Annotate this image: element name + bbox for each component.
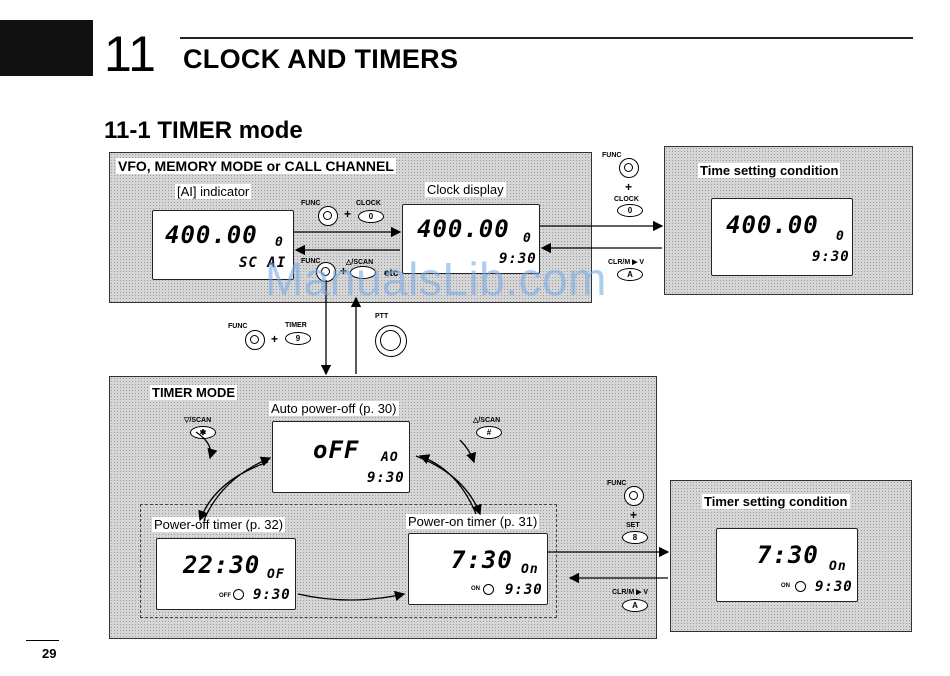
clr-key-1[interactable]: A bbox=[617, 268, 643, 281]
clr-label-1: CLR/M ▶ V bbox=[608, 259, 645, 266]
time-setting-lcd-time: 9:30 bbox=[812, 249, 850, 265]
power-on-timer-label: Power-on timer (p. 31) bbox=[406, 514, 540, 529]
arrow-power-off-to-auto bbox=[203, 456, 272, 521]
header-rule bbox=[180, 37, 913, 39]
func-label-5: FUNC bbox=[607, 480, 627, 487]
page-number-rule bbox=[26, 640, 59, 641]
section-title: 11-1 TIMER mode bbox=[104, 117, 303, 144]
func-label-4: FUNC bbox=[228, 323, 248, 330]
clock-lcd-frequency: 400.00 bbox=[417, 215, 510, 243]
clock-lcd-channel: 0 bbox=[523, 231, 532, 246]
clock-icon bbox=[483, 584, 494, 595]
ptt-button[interactable] bbox=[375, 325, 407, 357]
vfo-lcd: 400.00 0 SC AI bbox=[152, 210, 294, 280]
power-on-lcd-flag: On bbox=[521, 562, 539, 577]
func-button-5[interactable] bbox=[624, 486, 644, 506]
plus-sign: + bbox=[344, 207, 352, 221]
auto-power-off-lcd: oFF AO 9:30 bbox=[272, 421, 410, 493]
scan-down-key[interactable]: ✱ bbox=[190, 426, 216, 439]
arrow-power-off-to-power-on bbox=[297, 590, 406, 602]
clock-label-2: CLOCK bbox=[614, 196, 639, 203]
power-off-lcd-tag: OFF bbox=[219, 593, 231, 599]
plus-sign: + bbox=[340, 264, 348, 278]
scan-up-key-1[interactable] bbox=[350, 266, 376, 279]
arrow-power-on-to-auto bbox=[418, 454, 477, 515]
timer-setting-lcd: 7:30 On ON 9:30 bbox=[716, 528, 858, 602]
power-on-lcd-time: 9:30 bbox=[505, 582, 543, 598]
scan-up-label-2: △/SCAN bbox=[473, 417, 501, 424]
clock-icon bbox=[795, 581, 806, 592]
power-off-lcd-flag: OF bbox=[267, 567, 285, 582]
vfo-panel-title: VFO, MEMORY MODE or CALL CHANNEL bbox=[116, 158, 396, 174]
arrow-auto-to-power-off bbox=[198, 461, 269, 522]
set-key[interactable]: 8 bbox=[622, 531, 648, 544]
ptt-label: PTT bbox=[375, 313, 389, 320]
time-setting-lcd-frequency: 400.00 bbox=[726, 211, 819, 239]
plus-sign: + bbox=[271, 332, 279, 346]
timer-setting-lcd-tag: ON bbox=[781, 583, 790, 589]
timer-inner-dashed-box bbox=[140, 504, 557, 618]
scan-up-label-1: △/SCAN bbox=[346, 259, 374, 266]
timer-setting-lcd-main: 7:30 bbox=[757, 541, 819, 569]
vfo-lcd-sub: SC AI bbox=[239, 255, 287, 271]
plus-sign: + bbox=[625, 180, 633, 194]
func-label-3: FUNC bbox=[602, 152, 622, 159]
time-setting-lcd: 400.00 0 9:30 bbox=[711, 198, 853, 276]
clock-icon bbox=[233, 589, 244, 600]
plus-sign: + bbox=[630, 508, 638, 522]
time-setting-lcd-channel: 0 bbox=[836, 229, 845, 244]
page-number: 29 bbox=[42, 646, 57, 661]
chapter-marker-block bbox=[0, 20, 93, 76]
auto-lcd-flag: AO bbox=[381, 450, 399, 465]
clr-label-2: CLR/M ▶ V bbox=[612, 589, 649, 596]
clock-label-1: CLOCK bbox=[356, 200, 381, 207]
auto-power-off-label: Auto power-off (p. 30) bbox=[269, 401, 399, 416]
clock-key-1[interactable]: 0 bbox=[358, 210, 384, 223]
clock-lcd: 400.00 0 9:30 bbox=[402, 204, 540, 274]
auto-lcd-time: 9:30 bbox=[367, 470, 405, 486]
auto-lcd-main: oFF bbox=[313, 436, 360, 464]
power-off-lcd: 22:30 OF OFF 9:30 bbox=[156, 538, 296, 610]
set-label: SET bbox=[626, 522, 640, 529]
func-button-4[interactable] bbox=[245, 330, 265, 350]
timer-setting-lcd-flag: On bbox=[829, 559, 847, 574]
power-on-lcd-tag: ON bbox=[471, 586, 480, 592]
vfo-lcd-channel: 0 bbox=[275, 235, 284, 250]
ai-indicator-label: [AI] indicator bbox=[175, 184, 252, 199]
func-label-2: FUNC bbox=[301, 258, 321, 265]
scan-up-key-2[interactable]: # bbox=[476, 426, 502, 439]
clock-display-label: Clock display bbox=[425, 182, 506, 197]
timer-setting-title: Timer setting condition bbox=[702, 494, 850, 509]
arrow-scan-up-curve bbox=[459, 439, 477, 464]
power-off-timer-label: Power-off timer (p. 32) bbox=[152, 517, 286, 532]
func-button-1[interactable] bbox=[318, 206, 338, 226]
chapter-number: 11 bbox=[104, 26, 156, 82]
power-on-lcd: 7:30 On ON 9:30 bbox=[408, 533, 548, 605]
clock-key-2[interactable]: 0 bbox=[617, 204, 643, 217]
clr-key-2[interactable]: A bbox=[622, 599, 648, 612]
scan-down-label: ▽/SCAN bbox=[184, 417, 212, 424]
timer-label: TIMER bbox=[285, 322, 307, 329]
timer-mode-title: TIMER MODE bbox=[150, 385, 238, 400]
power-off-lcd-main: 22:30 bbox=[183, 551, 261, 579]
vfo-lcd-frequency: 400.00 bbox=[165, 221, 258, 249]
power-on-lcd-main: 7:30 bbox=[451, 546, 513, 574]
etc-label: etc bbox=[384, 268, 399, 279]
func-label-1: FUNC bbox=[301, 200, 321, 207]
timer-key[interactable]: 9 bbox=[285, 332, 311, 345]
time-setting-title: Time setting condition bbox=[698, 163, 841, 178]
clock-lcd-time: 9:30 bbox=[499, 251, 537, 267]
power-off-lcd-time: 9:30 bbox=[253, 587, 291, 603]
arrow-auto-to-power-on bbox=[415, 455, 482, 516]
arrow-scan-down-curve bbox=[195, 431, 218, 460]
timer-setting-lcd-time: 9:30 bbox=[815, 579, 853, 595]
func-button-3[interactable] bbox=[619, 158, 639, 178]
chapter-title: CLOCK AND TIMERS bbox=[183, 44, 459, 74]
